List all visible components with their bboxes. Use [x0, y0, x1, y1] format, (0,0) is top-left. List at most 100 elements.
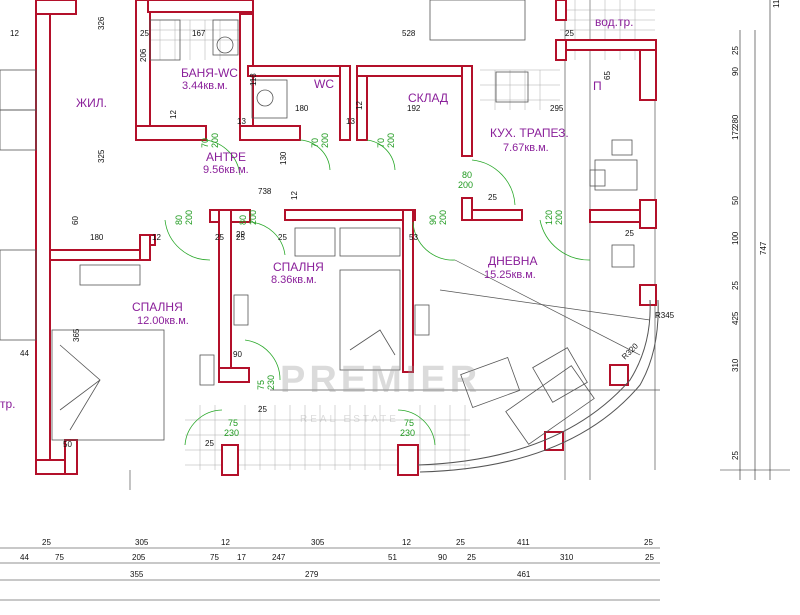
dimension-label: 325 [97, 149, 106, 163]
door-height-label: 200 [438, 210, 448, 225]
dimension-label-row2: 17 [237, 553, 246, 562]
dimension-label-right: 425 [731, 311, 740, 325]
dimension-label: 118 [249, 73, 258, 86]
dimension-label-right: 25 [731, 281, 740, 290]
dimension-label: 25 [565, 29, 574, 38]
dimension-label-row2: 25 [467, 553, 476, 562]
room-storage-label: СКЛАД [408, 91, 448, 105]
dimension-label-row2: 51 [388, 553, 397, 562]
dimension-label: 65 [603, 71, 612, 80]
room-kitchen-area: 7.67кв.м. [503, 142, 549, 154]
door-width-label: 70 [200, 138, 210, 148]
door-height-label: 200 [248, 210, 258, 225]
door-height-label: 230 [266, 375, 276, 390]
room-labels: БАНЯ-WC 3.44кв.м. WC СКЛАД КУХ. ТРАПЕЗ. … [0, 15, 634, 411]
dimension-label-row2: 75 [210, 553, 219, 562]
dimension-label: 53 [409, 233, 418, 242]
watermark: PREMIER REAL ESTATE [280, 359, 481, 425]
dimension-label-row1: 25 [42, 538, 51, 547]
dimension-label: 206 [139, 48, 148, 62]
room-bedroom-small-area: 8.36кв.м. [271, 274, 317, 286]
door-width-label: 80 [238, 215, 248, 225]
dimension-label-row2: 75 [55, 553, 64, 562]
door-height-label: 230 [400, 428, 415, 438]
dimension-label: 25 [278, 233, 287, 242]
dimension-label-row3: 461 [517, 570, 531, 579]
watermark-brand: PREMIER [280, 359, 481, 401]
dimension-label: 180 [90, 233, 104, 242]
door-height-label: 200 [554, 210, 564, 225]
door-height-label: 200 [386, 133, 396, 148]
dimension-label: 130 [279, 151, 288, 165]
room-bath-wc-area: 3.44кв.м. [182, 80, 228, 92]
dimension-lines [0, 0, 790, 601]
dimension-label: 25 [258, 405, 267, 414]
door-width-label: 75 [256, 380, 266, 390]
door-swings [164, 139, 591, 446]
door-height-label: 200 [320, 133, 330, 148]
dimension-label-row2: 205 [132, 553, 146, 562]
door-width-label: 70 [310, 138, 320, 148]
dimension-label: 25 [625, 229, 634, 238]
door-width-label: 75 [228, 418, 238, 428]
door-width-label: 90 [428, 215, 438, 225]
dimension-label-right: 100 [731, 231, 740, 245]
dimension-label: 295 [550, 104, 564, 113]
guide-lines [129, 0, 660, 490]
dimension-label: 12 [152, 233, 161, 242]
dimension-label: 738 [258, 187, 272, 196]
room-bath-wc-label: БАНЯ-WC [181, 66, 238, 80]
room-bedroom-small-label: СПАЛНЯ [273, 260, 324, 274]
dimension-label: 25 [215, 233, 224, 242]
room-wc-label: WC [314, 77, 334, 91]
dimension-label-row1: 411 [517, 538, 530, 547]
dimension-label: 44 [20, 349, 29, 358]
room-bedroom-large-area: 12.00кв.м. [137, 315, 189, 327]
dimension-label-right: 25 [731, 46, 740, 55]
dimension-label: 528 [402, 29, 416, 38]
dimension-label-right: 90 [731, 67, 740, 76]
radius-label: R320 [620, 341, 640, 361]
dimension-label: 12 [169, 110, 178, 119]
watermark-sub: REAL ESTATE [300, 414, 399, 425]
dimension-label: 180 [295, 104, 309, 113]
walls [35, 0, 657, 476]
dimension-label: 167 [192, 29, 206, 38]
dimension-label: 90 [233, 350, 242, 359]
dimension-label-right: 310 [731, 358, 740, 372]
dimension-label: 25 [236, 233, 245, 242]
dimension-label: 25 [205, 439, 214, 448]
door-height-label: 200 [210, 133, 220, 148]
dimension-label-right-total: 747 [759, 241, 768, 255]
room-water-top-label: вод.тр. [595, 15, 634, 29]
curved-facade [417, 259, 659, 473]
dimension-label: 13 [346, 117, 355, 126]
dimension-label: 12 [290, 191, 299, 200]
radius-label: R345 [655, 311, 675, 320]
dimension-label: 12 [10, 29, 19, 38]
dimension-label-right: 25 [731, 451, 740, 460]
dimension-label-row1: 305 [135, 538, 149, 547]
dimension-label: 25 [140, 29, 149, 38]
dimension-label: 12 [355, 101, 364, 110]
dimension-label-top-right: 118 [772, 0, 781, 8]
dimension-label: 365 [72, 328, 81, 342]
room-living-label: ДНЕВНА [488, 254, 537, 268]
room-kitchen-label: КУХ. ТРАПЕЗ. [490, 126, 569, 140]
dimension-label-row1: 12 [402, 538, 411, 547]
dimension-label: 29 [236, 230, 245, 239]
dimension-label-row2: 247 [272, 553, 286, 562]
door-width-label: 70 [376, 138, 386, 148]
room-bedroom-large-label: СПАЛНЯ [132, 300, 183, 314]
door-width-label: 80 [174, 215, 184, 225]
room-living-side-label: ЖИЛ. [76, 96, 107, 110]
dimension-label: 50 [63, 440, 72, 449]
dimension-label-row3: 355 [130, 570, 144, 579]
door-width-label: 75 [404, 418, 414, 428]
dimension-label-row2: 310 [560, 553, 574, 562]
door-height-label: 200 [184, 210, 194, 225]
